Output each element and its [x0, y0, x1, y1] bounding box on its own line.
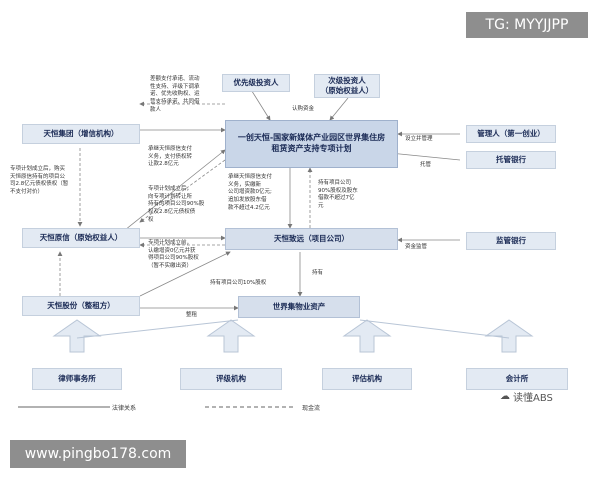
subordinate-investor-box: 次级投资人 （原始权益人） [314, 74, 380, 98]
tianheng-yuanxin-box: 天恒原信（原始权益人） [22, 228, 140, 248]
note-equity-transfer: 专项计划成立后， 向专项计划转让所 持有的项目公司90%股 权及2.8亿元债权债… [148, 186, 205, 223]
tianheng-shares-box: 天恒股份（整租方） [22, 296, 140, 316]
up-arrow-appraisal [342, 319, 392, 353]
regulatory-bank-box: 监管银行 [466, 232, 556, 250]
note-fund-supervision: 资金监管 [405, 244, 428, 250]
custodian-bank-box: 托管银行 [466, 151, 556, 169]
legend-legal-relation: 法律关系 [112, 405, 137, 412]
note-capital-injection: 承继天恒原信支付 义务，实缴新 公司增资款0亿元; 追加发放股东借 款不超过4.… [228, 174, 273, 211]
arrow-plan-to-yuanxin [139, 159, 226, 223]
note-purchase-debt: 专项计划成立后，购买 天恒原信持有的项目公 司2.8亿元债权债权（暂 不支付对价… [10, 166, 69, 196]
arrow-subordinate-to-plan [329, 97, 349, 121]
note-establish-manage: 设立并管理 [405, 136, 433, 142]
tg-badge: TG: MYYJJPP [466, 12, 588, 38]
note-debt-transfer-payment: 承继天恒原信支付 义务，支付债权转 让款2.8亿元 [148, 146, 193, 168]
arrow-shares-to-zhida [139, 251, 231, 297]
wechat-icon: ☁ [500, 391, 510, 402]
note-subscription: 认购资金 [292, 106, 315, 112]
manager-box: 管理人（第一创业） [466, 125, 556, 143]
up-arrow-law [52, 319, 102, 353]
note-subscription-capital: 专项计划成立前， 认缴增资0亿元并获 得项目公司90%股权 （暂不实缴出资） [148, 240, 199, 270]
abs-watermark: ☁ 读懂ABS [500, 391, 553, 404]
appraisal-agency-box: 评估机构 [322, 368, 412, 390]
note-credit-support: 差额支付承诺、流动 性支持、评级下调承 诺、优先收购权、运 营支持承诺、共同借 … [150, 76, 200, 113]
world-assets-box: 世界集物业资产 [238, 296, 360, 318]
provider-link-right [359, 319, 510, 339]
up-arrow-rating [206, 319, 256, 353]
arrow-priority-to-plan [249, 87, 271, 121]
tianheng-group-box: 天恒集团（增信机构） [22, 124, 140, 144]
law-firm-box: 律师事务所 [32, 368, 122, 390]
arrow-yuanxin-to-plan [124, 149, 226, 231]
note-custody: 托管 [420, 162, 432, 168]
note-hold-10pct: 持有项目公司10%股权 [210, 280, 267, 286]
legend-cash-flow: 现金流 [302, 405, 321, 412]
note-lease: 整租 [186, 312, 198, 318]
site-url-badge: www.pingbo178.com [10, 440, 186, 468]
priority-investor-box: 优先级投资人 [222, 74, 290, 92]
provider-link-left [76, 319, 239, 339]
rating-agency-box: 评级机构 [180, 368, 282, 390]
special-plan-box: 一创天恒-国家新媒体产业园区世界集住房 租赁资产支持专项计划 [225, 120, 398, 168]
up-arrow-accounting [484, 319, 534, 353]
accounting-firm-box: 会计所 [466, 368, 568, 390]
tianheng-zhida-box: 天恒致远（项目公司） [225, 228, 398, 250]
note-hold-equity: 持有项目公司 90%股权及股东 借款不超过7亿 元 [318, 180, 358, 210]
note-hold: 持有 [312, 270, 324, 276]
